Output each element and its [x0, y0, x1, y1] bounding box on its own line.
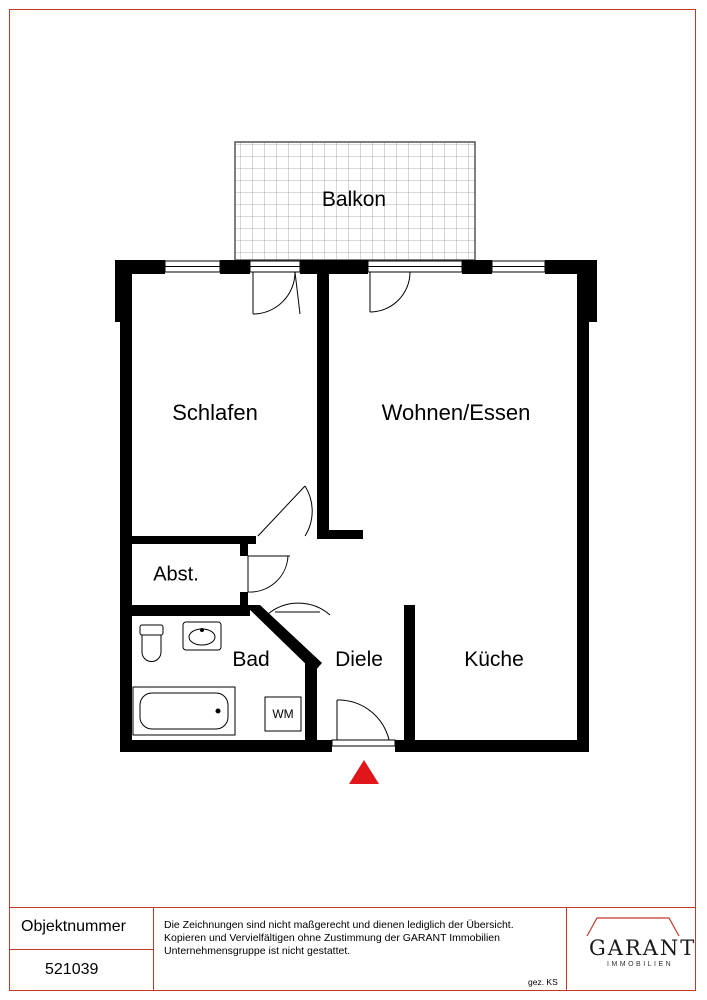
door-swings	[247, 271, 411, 746]
washing-machine-label: WM	[272, 707, 294, 721]
room-label-kueche: Küche	[464, 648, 524, 671]
balcony-doors	[249, 260, 463, 273]
garant-logo-subtext: IMMOBILIEN	[607, 961, 674, 968]
room-label-bad: Bad	[232, 648, 270, 671]
room-label-balkon: Balkon	[321, 188, 387, 211]
disclaimer-line-1: Die Zeichnungen sind nicht maßgerecht un…	[164, 919, 514, 931]
page-frame	[9, 9, 696, 991]
garant-logo: GARANT	[589, 936, 697, 960]
title-block-divider	[9, 949, 154, 950]
walls	[115, 260, 597, 752]
disclaimer-line-3: Unternehmensgruppe ist nicht gestattet.	[164, 945, 351, 957]
title-block: Objektnummer 521039 Die Zeichnungen sind…	[9, 907, 696, 991]
object-number-value: 521039	[45, 961, 99, 978]
windows	[164, 260, 546, 273]
object-number-label: Objektnummer	[21, 918, 126, 935]
bathroom-fixtures	[132, 621, 302, 736]
room-label-diele: Diele	[335, 648, 383, 671]
disclaimer-line-2: Kopieren und Vervielfältigen ohne Zustim…	[164, 932, 500, 944]
garant-logo-roof-icon	[586, 917, 680, 937]
washing-machine-box	[264, 696, 302, 732]
object-number-cell: Objektnummer 521039	[9, 908, 154, 991]
toilet-bowl	[141, 634, 162, 662]
disclaimer-text: Die Zeichnungen sind nicht maßgerecht un…	[164, 919, 564, 958]
room-label-schlafen: Schlafen	[172, 400, 258, 425]
toilet-tank	[139, 624, 164, 636]
balcony-floor	[234, 141, 476, 261]
drawn-by: gez. KS	[528, 977, 558, 987]
entrance-marker-icon	[349, 760, 379, 784]
room-label-wohnen-essen: Wohnen/Essen	[381, 400, 531, 425]
room-label-abstellraum: Abst.	[153, 563, 199, 586]
entrance-threshold	[331, 739, 396, 747]
logo-cell: GARANT IMMOBILIEN	[566, 908, 696, 991]
